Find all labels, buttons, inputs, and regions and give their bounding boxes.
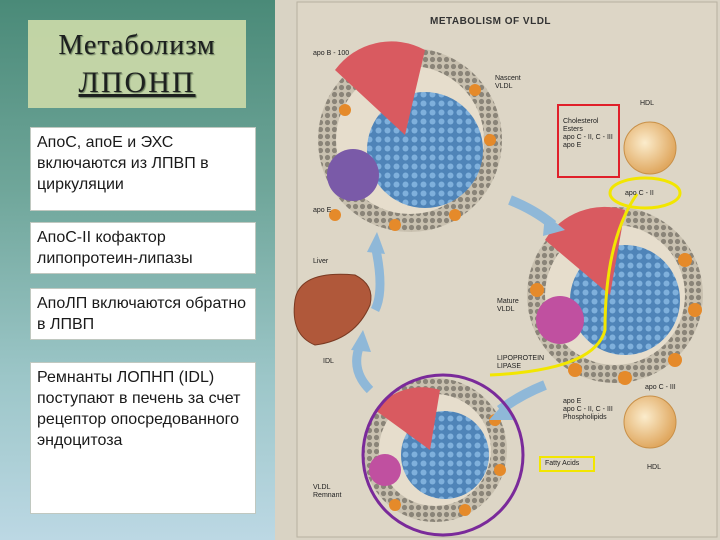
note-2: АпоС-II кофактор липопротеин-липазы: [30, 222, 256, 274]
label-mature-vldl: Mature VLDL: [497, 298, 519, 314]
label-liver: Liver: [313, 258, 328, 266]
arrow-liver-to-nascent: [375, 245, 380, 310]
text-panel: Метаболизм ЛПОНП АпоС, апоЕ и ЭХС включа…: [0, 0, 275, 540]
label-apo-c3-right: apo C - III: [645, 384, 676, 392]
hdl-particle-bottom: [624, 396, 676, 448]
label-hdl-top: HDL: [640, 100, 654, 108]
label-hdl-bottom: HDL: [647, 464, 661, 472]
label-apo-b100: apo B - 100: [313, 50, 349, 58]
hdl-particle-top: [624, 122, 676, 174]
vldl-metabolism-figure: METABOLISM OF VLDL apo B - 100 Nascent V…: [275, 0, 720, 540]
label-cholesterol-esters: Cholesterol Esters apo C - II, C - III a…: [563, 118, 613, 150]
label-apo-c2-top: apo C - II: [625, 190, 654, 198]
slide-title: Метаболизм: [28, 30, 246, 62]
label-lipoprotein-lipase: LIPOPROTEIN LIPASE: [497, 355, 544, 371]
label-vldl-remnant: VLDL Remnant: [313, 484, 341, 500]
label-lower-list: apo E apo C - II, C - III Phospholipids: [563, 398, 613, 422]
apo-e-lobe: [327, 149, 379, 201]
label-fatty-acids: Fatty Acids: [545, 460, 579, 468]
note-1: АпоС, апоЕ и ЭХС включаются из ЛПВП в ци…: [30, 127, 256, 211]
note-3: АпоЛП включаются обратно в ЛПВП: [30, 288, 256, 340]
mature-apo-e-lobe: [536, 296, 584, 344]
title-box: Метаболизм ЛПОНП: [28, 20, 246, 108]
label-apo-e-left: apo E: [313, 207, 331, 215]
figure-heading: METABOLISM OF VLDL: [430, 16, 551, 27]
label-idl: IDL: [323, 358, 334, 366]
label-nascent-vldl: Nascent VLDL: [495, 75, 521, 91]
slide-subtitle: ЛПОНП: [28, 66, 246, 100]
note-4: Ремнанты ЛОПНП (IDL) поступают в печень …: [30, 362, 256, 514]
